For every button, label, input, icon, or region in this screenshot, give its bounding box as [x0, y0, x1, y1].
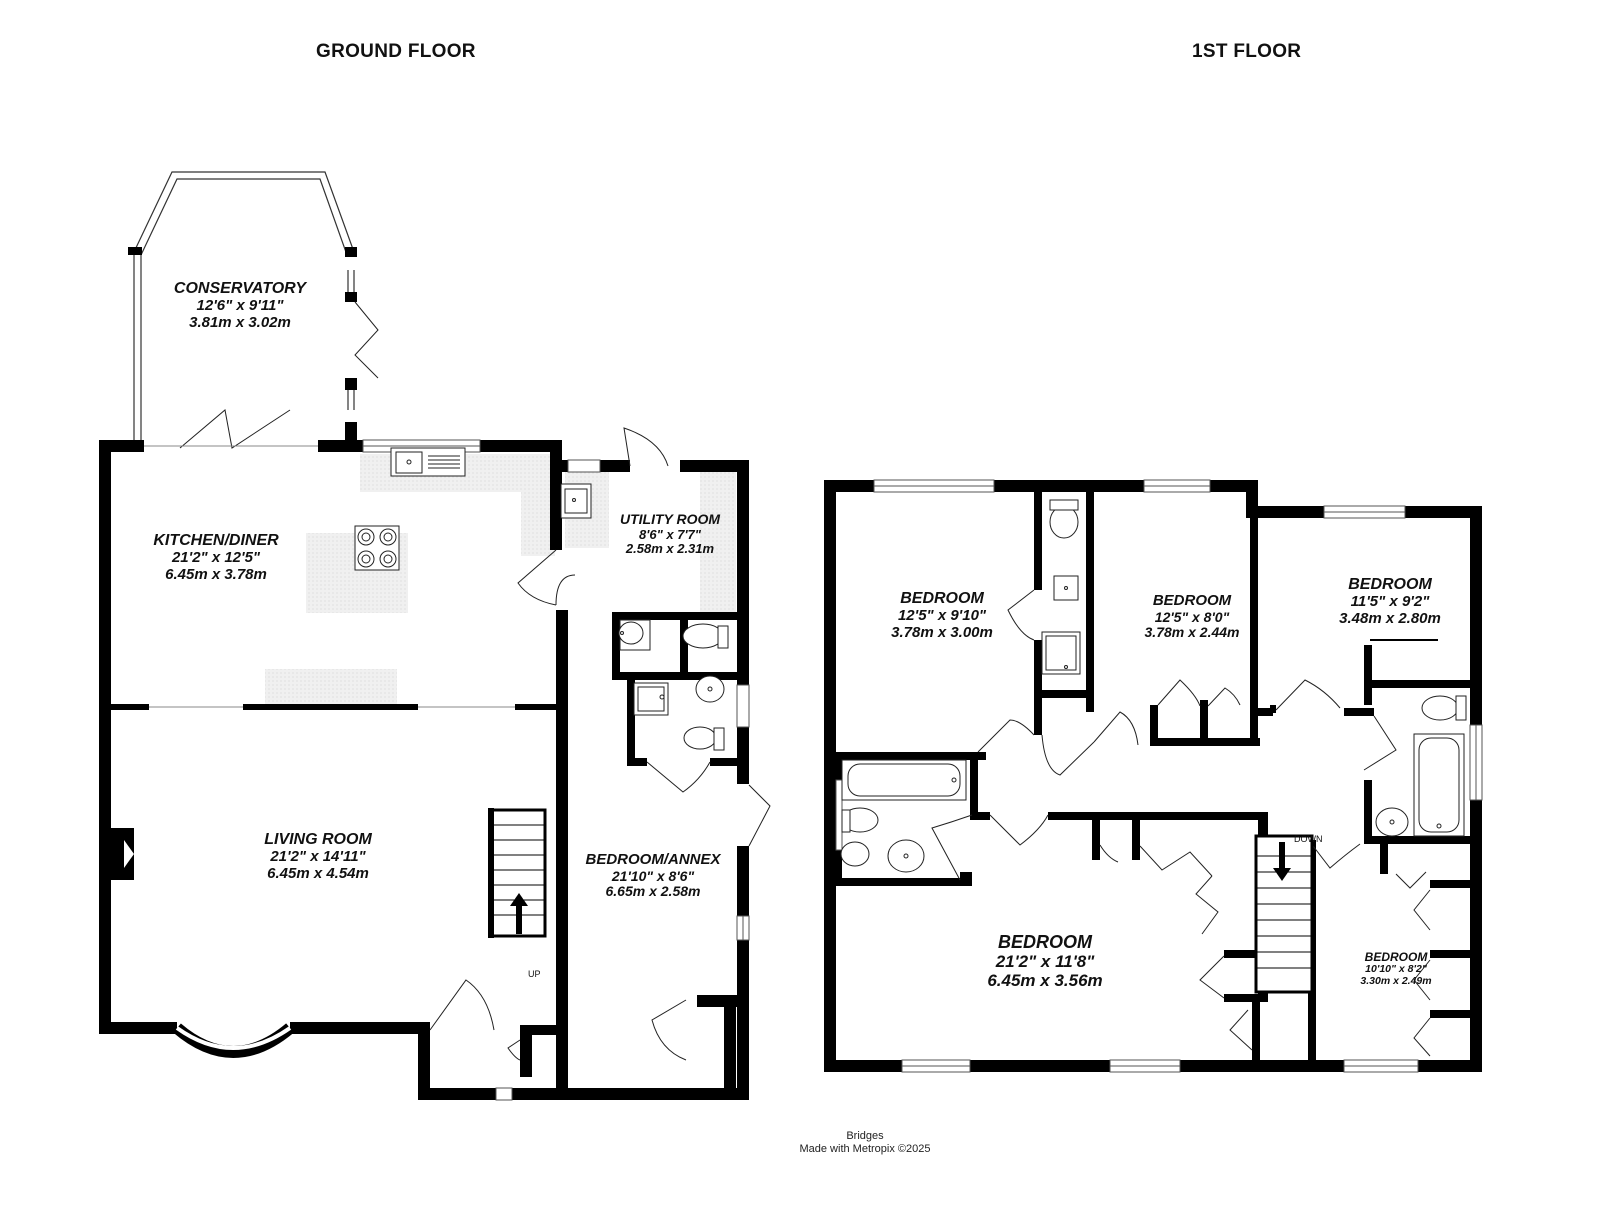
utility-sink-icon [560, 483, 592, 519]
room-name: BEDROOM [1364, 950, 1428, 964]
room-dims-imperial: 10'10" x 8'2" [1365, 963, 1427, 976]
room-label-annex: BEDROOM/ANNEX 21'10" x 8'6" 6.65m x 2.58… [585, 851, 721, 900]
room-name: LIVING ROOM [264, 831, 372, 848]
room-name: CONSERVATORY [173, 280, 307, 297]
ground-floor-title: GROUND FLOOR [316, 41, 476, 62]
room-dims-imperial: 21'10" x 8'6" [611, 867, 695, 884]
conservatory-side-door [354, 301, 379, 379]
room-dims-metric: 6.65m x 2.58m [605, 883, 701, 900]
ground-floor-doors [429, 427, 771, 1061]
room-dims-metric: 3.48m x 2.80m [1339, 609, 1441, 627]
room-dims-metric: 3.30m x 2.49m [1360, 975, 1432, 988]
room-dims-imperial: 8'6" x 7'7" [639, 526, 701, 542]
room-dims-metric: 2.58m x 2.31m [625, 541, 715, 557]
room-label-conservatory: CONSERVATORY 12'6" x 9'11" 3.81m x 3.02m [174, 280, 306, 332]
hob-icon [354, 525, 400, 571]
bathroom-2-fixtures [1375, 695, 1467, 837]
agent-name: Bridges [846, 1130, 884, 1142]
conservatory-glazing [133, 171, 355, 450]
room-dims-imperial: 12'6" x 9'11" [196, 296, 284, 314]
room-name: KITCHEN/DINER [153, 532, 279, 549]
room-label-bedroom-3: BEDROOM 11'5" x 9'2" 3.48m x 2.80m [1339, 576, 1441, 628]
room-label-bedroom-2: BEDROOM 12'5" x 8'0" 3.78m x 2.44m [1144, 592, 1240, 641]
room-label-bedroom-4: BEDROOM 21'2" x 11'8" 6.45m x 3.56m [987, 932, 1102, 990]
kitchen-sink-icon [390, 447, 466, 477]
bay-window [173, 1023, 294, 1058]
credit-line: Made with Metropix ©2025 [799, 1143, 931, 1156]
first-floor-doors [931, 589, 1431, 1057]
room-dims-metric: 3.78m x 3.00m [891, 623, 993, 641]
room-name: BEDROOM [998, 932, 1092, 952]
stairs-arrow-icon [510, 893, 528, 934]
first-floor-title: 1ST FLOOR [1192, 41, 1302, 62]
room-dims-imperial: 21'2" x 12'5" [171, 548, 261, 566]
ensuite-fixtures [1041, 499, 1081, 675]
ground-floor-plan [99, 171, 771, 1101]
room-dims-imperial: 12'5" x 9'10" [897, 606, 987, 624]
room-dims-metric: 6.45m x 3.78m [165, 565, 267, 583]
room-label-bedroom-1: BEDROOM 12'5" x 9'10" 3.78m x 3.00m [891, 590, 993, 642]
ground-floor-walls [99, 440, 749, 1100]
stairs-up-label: UP [528, 969, 541, 979]
room-name: BEDROOM [900, 590, 984, 607]
room-dims-metric: 3.81m x 3.02m [189, 313, 291, 331]
room-dims-imperial: 21'2" x 14'11" [270, 847, 366, 865]
stairs-down-arrow-icon [1273, 842, 1291, 881]
room-dims-imperial: 11'5" x 9'2" [1350, 592, 1430, 610]
room-label-utility: UTILITY ROOM 8'6" x 7'7" 2.58m x 2.31m [619, 511, 721, 557]
room-label-living: LIVING ROOM 21'2" x 14'11" 6.45m x 4.54m [264, 831, 372, 883]
kitchen-bifold-door [179, 409, 291, 449]
room-name: BEDROOM/ANNEX [585, 851, 721, 868]
room-label-bedroom-5: BEDROOM 10'10" x 8'2" 3.30m x 2.49m [1360, 950, 1432, 988]
room-name: UTILITY ROOM [619, 511, 721, 527]
shower-room-fixtures [633, 675, 725, 751]
bathroom-fixtures [840, 759, 967, 873]
room-dims-imperial: 21'2" x 11'8" [995, 952, 1095, 972]
room-dims-metric: 3.78m x 2.44m [1144, 624, 1240, 641]
stairs-down-label: DOWN [1294, 834, 1323, 844]
footer: Bridges Made with Metropix ©2025 [0, 1130, 1600, 1156]
room-name: BEDROOM [1152, 592, 1232, 609]
room-dims-metric: 6.45m x 4.54m [267, 864, 369, 882]
room-dims-metric: 6.45m x 3.56m [987, 971, 1103, 991]
room-name: BEDROOM [1348, 576, 1432, 593]
first-floor-plan [824, 479, 1483, 1073]
room-label-kitchen: KITCHEN/DINER 21'2" x 12'5" 6.45m x 3.78… [153, 532, 278, 584]
kitchen-worktops [265, 454, 736, 707]
toilet-icon [618, 619, 729, 651]
room-dims-imperial: 12'5" x 8'0" [1154, 608, 1230, 625]
